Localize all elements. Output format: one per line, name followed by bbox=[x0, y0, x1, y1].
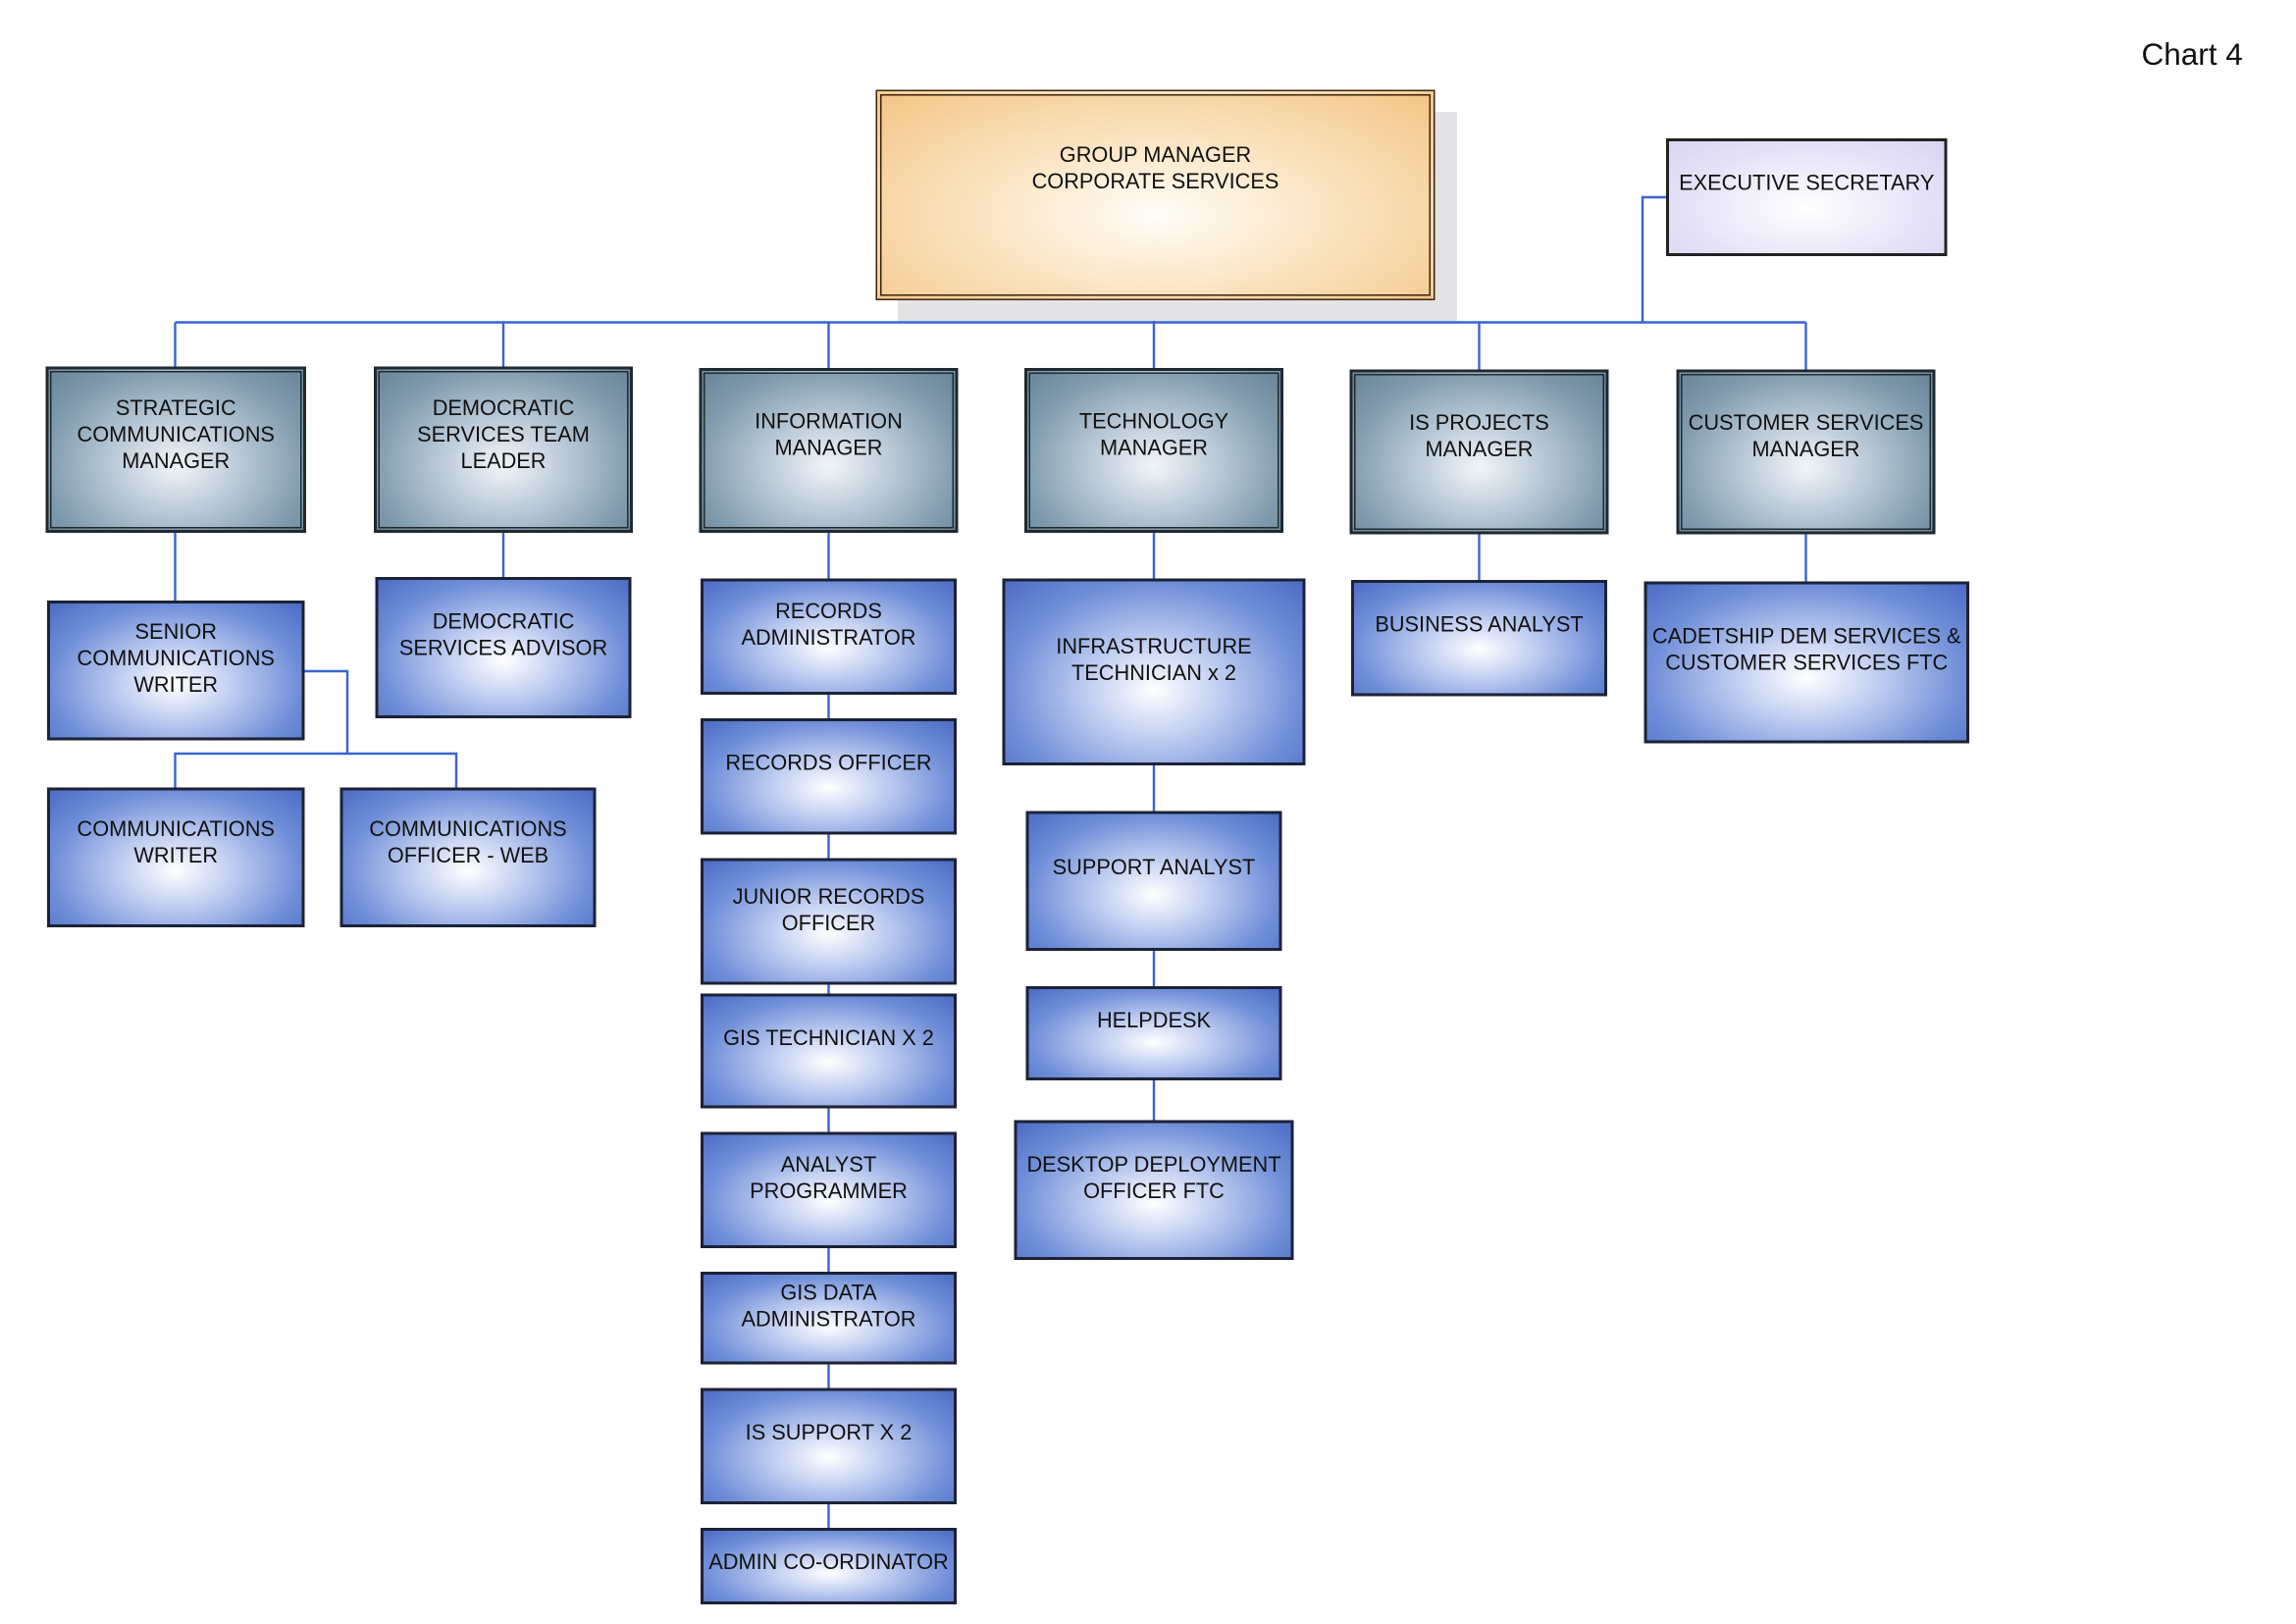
role-box: GIS DATA ADMINISTRATOR bbox=[701, 1272, 957, 1365]
chart-label: Chart 4 bbox=[2141, 38, 2243, 73]
manager-box: STRATEGIC COMMUNICATIONS MANAGER bbox=[45, 366, 306, 533]
role-box: GIS TECHNICIAN X 2 bbox=[701, 993, 957, 1109]
manager-box: CUSTOMER SERVICES MANAGER bbox=[1676, 369, 1936, 535]
manager-box: TECHNOLOGY MANAGER bbox=[1024, 368, 1283, 533]
role-box: CADETSHIP DEM SERVICES & CUSTOMER SERVIC… bbox=[1644, 581, 1969, 744]
role-box: RECORDS ADMINISTRATOR bbox=[701, 578, 957, 695]
role-box: IS SUPPORT X 2 bbox=[701, 1388, 957, 1504]
role-box: INFRASTRUCTURE TECHNICIAN x 2 bbox=[1002, 578, 1306, 765]
exec-connector bbox=[1641, 195, 1666, 323]
role-box: SUPPORT ANALYST bbox=[1025, 811, 1282, 951]
role-box: COMMUNICATIONS OFFICER - WEB bbox=[339, 787, 597, 927]
group-manager-box: GROUP MANAGER CORPORATE SERVICES bbox=[875, 89, 1435, 300]
manager-box: IS PROJECTS MANAGER bbox=[1349, 369, 1609, 535]
role-box: HELPDESK bbox=[1025, 986, 1282, 1080]
role-box: SENIOR COMMUNICATIONS WRITER bbox=[47, 601, 305, 741]
manager-box: DEMOCRATIC SERVICES TEAM LEADER bbox=[374, 366, 633, 533]
role-box: COMMUNICATIONS WRITER bbox=[47, 787, 305, 927]
role-box: DEMOCRATIC SERVICES ADVISOR bbox=[375, 577, 632, 718]
role-box: ANALYST PROGRAMMER bbox=[701, 1131, 957, 1248]
role-box: JUNIOR RECORDS OFFICER bbox=[701, 858, 957, 985]
manager-box: INFORMATION MANAGER bbox=[699, 368, 959, 533]
role-box: RECORDS OFFICER bbox=[701, 718, 957, 835]
executive-secretary-box: EXECUTIVE SECRETARY bbox=[1666, 138, 1948, 256]
role-box: ADMIN CO-ORDINATOR bbox=[701, 1528, 957, 1604]
role-box: BUSINESS ANALYST bbox=[1351, 580, 1607, 697]
role-box: DESKTOP DEPLOYMENT OFFICER FTC bbox=[1014, 1120, 1294, 1260]
